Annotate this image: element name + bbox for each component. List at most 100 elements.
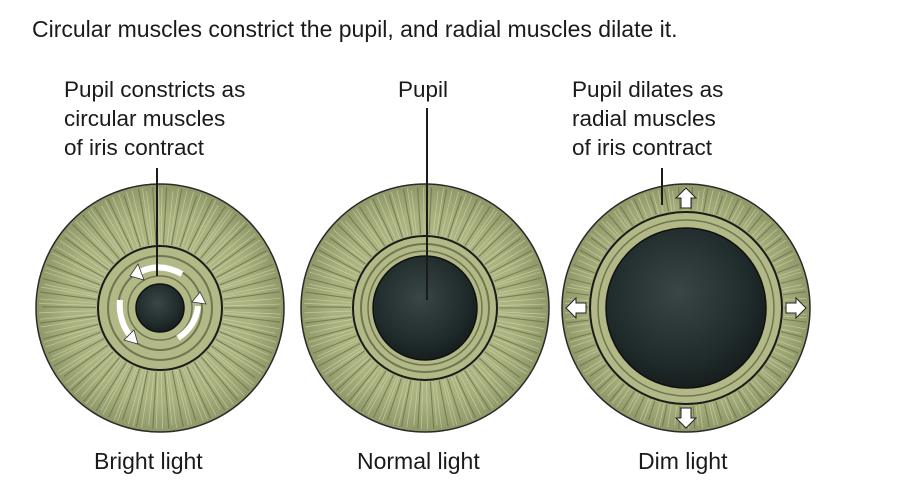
iris-fiber [495,328,542,343]
iris-fiber [318,249,361,273]
iris-fiber [757,374,776,391]
iris-fiber [396,190,409,237]
iris-fiber [482,354,520,385]
pupil-normal [372,255,478,361]
iris-fiber [131,190,146,246]
iris-fiber [464,370,491,411]
iris-fiber [44,271,100,290]
iris-fiber [745,385,760,405]
iris-fiber [189,200,217,252]
iris-fiber [200,356,239,401]
iris-fiber [493,263,539,282]
iris-fiber [221,322,278,338]
iris-fiber [577,252,599,264]
iris-fiber [600,377,618,395]
iris-fiber [367,373,391,415]
iris-fiber [573,344,596,354]
iris-fiber [486,348,527,375]
iris-fiber [330,353,368,384]
iris-fiber [372,198,394,242]
iris-fiber [437,188,448,236]
iris-fiber [208,228,252,267]
iris-fiber [760,371,779,387]
iris-fiber [777,263,800,274]
label-line: of iris contract [572,135,713,160]
iris-fiber [775,346,795,356]
iris-fiber [619,206,634,227]
iris-fiber [135,370,149,427]
iris-fiber [93,206,126,255]
iris-fiber [67,229,112,267]
iris-fiber [565,298,589,301]
iris-fiber [565,319,589,324]
iris-fiber [472,364,504,401]
iris-fiber [347,214,379,252]
label-bright-light-description: Pupil constricts as circular muscles of … [64,75,245,162]
iris-fiber [209,347,255,385]
iris-fiber [772,250,793,263]
iris-fiber [47,331,101,354]
iris-fiber [484,238,521,265]
iris-fiber [101,205,129,253]
iris-fiber [221,277,278,293]
iris-fiber [186,365,211,419]
iris-fiber [498,303,546,306]
iris-fiber [72,224,115,265]
iris-fiber [708,403,715,426]
iris-fiber [776,343,799,354]
iris-fiber [444,379,458,425]
iris-fiber [488,245,529,271]
iris-fiber [630,200,642,221]
iris-fiber [441,189,453,236]
iris-fiber [498,313,546,319]
iris-fiber [781,328,802,334]
iris-fiber [39,313,97,320]
iris-fiber [311,264,357,282]
iris-fiber [456,198,479,242]
iris-fiber [221,325,277,343]
iris-fiber [653,402,661,425]
iris-fiber [328,350,366,377]
iris-fiber [566,286,590,292]
iris-fiber [59,240,108,273]
iris-fiber [83,357,120,403]
iris-fiber [352,210,382,249]
iris-fiber [305,286,353,296]
iris-fiber [611,385,627,404]
iris-fiber [769,358,790,371]
iris-fiber [182,367,204,422]
iris-fiber [778,268,801,277]
iris-fiber [223,287,280,298]
label-line: circular muscles [64,106,226,131]
iris-fiber [220,271,276,290]
label-line: Pupil constricts as [64,77,246,102]
iris-fiber [668,188,673,212]
iris-fiber [413,381,419,426]
iris-fiber [730,394,743,416]
iris-fiber [365,371,389,411]
iris-fiber [142,188,152,245]
iris-fiber [496,325,543,338]
iris-fiber [79,220,117,262]
iris-fiber [307,326,354,340]
iris-fiber [118,194,139,248]
iris-fiber [315,339,359,362]
iris-fiber [703,188,709,212]
iris-fiber [476,361,510,396]
iris-fiber [152,187,157,245]
iris-fiber [324,348,364,376]
iris-fiber [198,210,233,257]
iris-fiber [212,239,261,273]
iris-fiber [667,404,672,428]
iris-fiber [780,277,804,284]
iris-fiber [449,194,467,239]
iris-fiber [570,284,591,289]
iris-fiber [100,363,129,411]
iris-fiber [171,370,184,427]
iris-fiber [42,277,99,293]
iris-fiber [578,348,597,357]
iris-fiber [220,268,275,288]
iris-fiber [769,245,790,258]
iris-fiber [458,200,482,243]
